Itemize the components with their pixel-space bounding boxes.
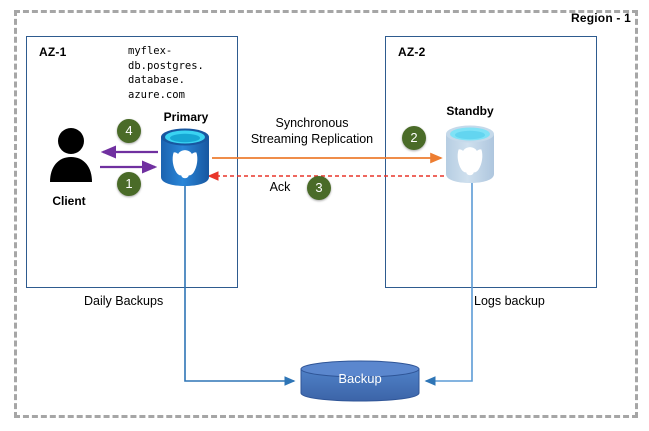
availability-zone-1-box: AZ-1 [26,36,238,288]
region-boundary [14,10,638,418]
ack-label: Ack [269,180,291,194]
daily-backups-label: Daily Backups [84,294,164,308]
availability-zone-2-box: AZ-2 [385,36,597,288]
az2-title: AZ-2 [398,45,426,59]
logs-backup-label: Logs backup [474,294,545,308]
primary-database-icon [161,128,209,186]
step-badge-3: 3 [307,176,331,200]
standby-database-icon [446,125,494,183]
replication-label: Synchronous Streaming Replication [232,115,392,147]
az1-title: AZ-1 [39,45,67,59]
backup-store-icon [300,360,420,402]
client-label: Client [52,194,86,208]
step-badge-4: 4 [117,119,141,143]
region-label: Region - 1 [570,11,631,25]
standby-label: Standby [446,104,494,118]
step-badge-1: 1 [117,172,141,196]
replication-label-line1: Synchronous [275,116,349,130]
client-person-icon [50,128,92,182]
replication-label-line2: Streaming Replication [250,132,374,146]
step-badge-2: 2 [402,126,426,150]
endpoint-hostname: myflex- db.postgres. database. azure.com [128,45,204,101]
primary-label: Primary [163,110,209,124]
